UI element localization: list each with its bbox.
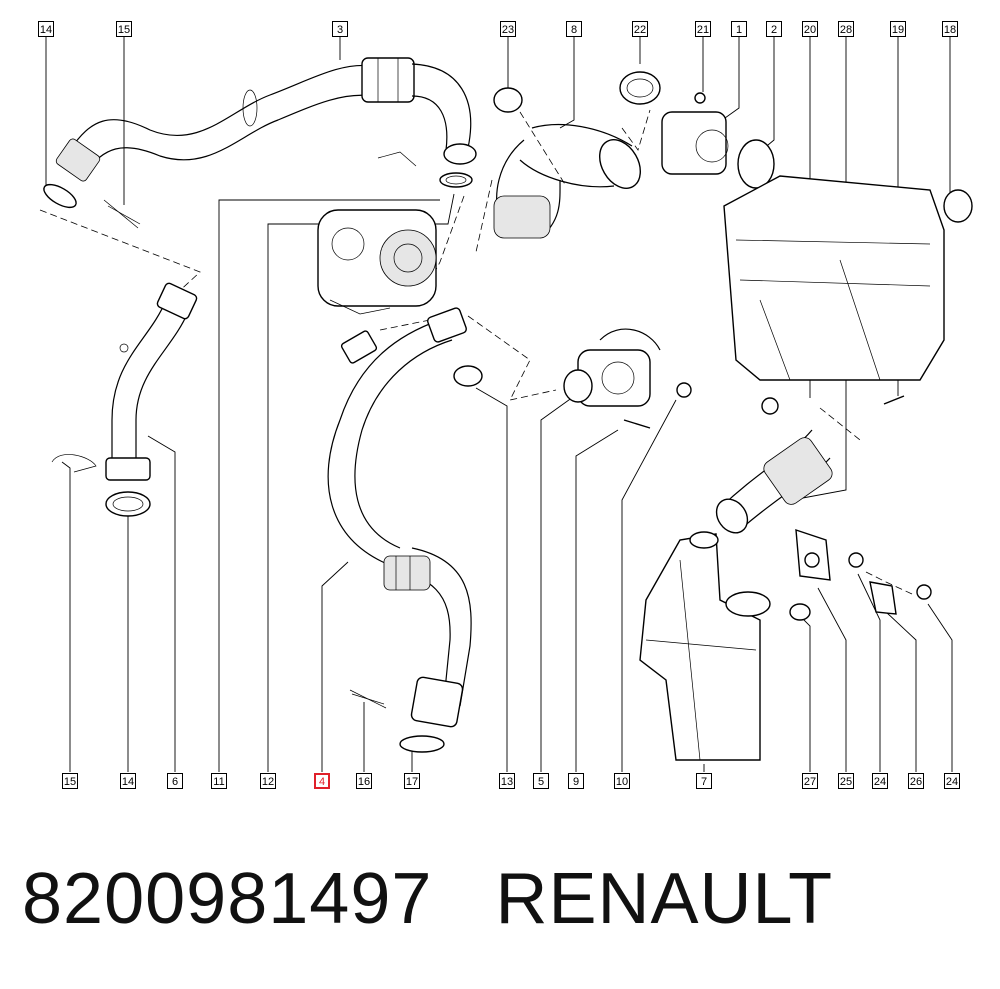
callout-11[interactable]: 11 <box>211 773 227 789</box>
callout-23[interactable]: 23 <box>500 21 516 37</box>
callout-22[interactable]: 22 <box>632 21 648 37</box>
callout-15-bottom[interactable]: 15 <box>62 773 78 789</box>
callout-28[interactable]: 28 <box>838 21 854 37</box>
part-number-caption: 8200981497 RENAULT <box>22 859 834 939</box>
hose-4 <box>327 307 483 753</box>
callout-7[interactable]: 7 <box>696 773 712 789</box>
callout-1[interactable]: 1 <box>731 21 747 37</box>
assembly-dash-lines <box>39 109 913 595</box>
callout-4-highlighted[interactable]: 4 <box>314 773 330 789</box>
callout-3[interactable]: 3 <box>332 21 348 37</box>
callout-24-a[interactable]: 24 <box>872 773 888 789</box>
callout-24-b[interactable]: 24 <box>944 773 960 789</box>
callout-16[interactable]: 16 <box>356 773 372 789</box>
throttle-body <box>563 328 692 429</box>
callout-19[interactable]: 19 <box>890 21 906 37</box>
bracket-hardware <box>789 528 932 621</box>
callout-6[interactable]: 6 <box>167 773 183 789</box>
callout-13[interactable]: 13 <box>499 773 515 789</box>
callout-5[interactable]: 5 <box>533 773 549 789</box>
pipe-6 <box>105 282 198 517</box>
callout-27[interactable]: 27 <box>802 773 818 789</box>
engine-block <box>723 175 973 415</box>
coupling-hose-28 <box>715 429 833 534</box>
intake-duct-7 <box>639 531 771 761</box>
callout-26[interactable]: 26 <box>908 773 924 789</box>
callout-8[interactable]: 8 <box>566 21 582 37</box>
callout-2[interactable]: 2 <box>766 21 782 37</box>
callout-18[interactable]: 18 <box>942 21 958 37</box>
callout-14-top[interactable]: 14 <box>38 21 54 37</box>
callout-9[interactable]: 9 <box>568 773 584 789</box>
small-clips <box>43 151 417 709</box>
callout-25[interactable]: 25 <box>838 773 854 789</box>
turbocharger <box>317 209 437 364</box>
callout-15-top[interactable]: 15 <box>116 21 132 37</box>
intake-hose-8 <box>493 87 641 239</box>
callout-21[interactable]: 21 <box>695 21 711 37</box>
callout-20[interactable]: 20 <box>802 21 818 37</box>
callout-12[interactable]: 12 <box>260 773 276 789</box>
callout-10[interactable]: 10 <box>614 773 630 789</box>
callout-14-bottom[interactable]: 14 <box>120 773 136 789</box>
sensor-cluster <box>619 71 775 189</box>
callout-17[interactable]: 17 <box>404 773 420 789</box>
hose-3 <box>55 57 477 188</box>
